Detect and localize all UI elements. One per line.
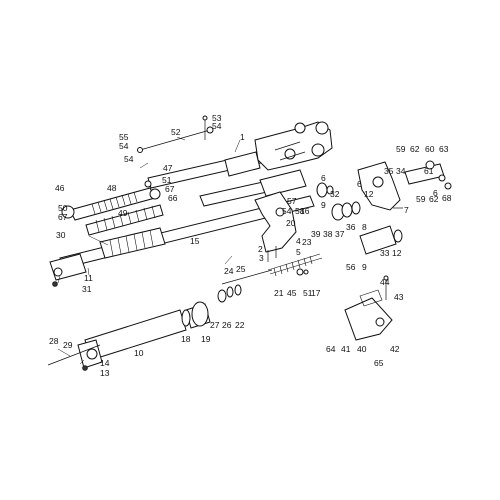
part-label-7: 7	[404, 205, 409, 215]
part-label-65: 65	[374, 358, 384, 368]
part-label-49: 49	[118, 208, 128, 218]
part-label-4: 4	[296, 236, 301, 246]
part-label-34: 34	[396, 166, 406, 176]
part-label-62: 62	[429, 194, 439, 204]
part-number-labels: 1 2 3 4 5 6 6 6 7 8 9 9 10 11 12 12 13 1…	[49, 113, 452, 378]
part-label-68: 68	[442, 193, 452, 203]
leader-lines	[57, 136, 241, 365]
part-label-46: 46	[55, 183, 65, 193]
fork-guard	[344, 275, 393, 341]
part-label-6: 6	[357, 179, 362, 189]
part-label-24: 24	[224, 266, 234, 276]
part-label-63: 63	[439, 144, 449, 154]
part-label-29: 29	[63, 340, 73, 350]
part-label-58: 58	[295, 206, 305, 216]
part-label-62: 62	[410, 144, 420, 154]
part-label-60: 60	[425, 144, 435, 154]
part-label-50: 50	[58, 203, 68, 213]
part-label-61: 61	[424, 166, 434, 176]
part-label-37: 37	[335, 229, 345, 239]
part-label-42: 42	[390, 344, 400, 354]
part-label-45: 45	[287, 288, 297, 298]
rear-shock-absorber	[61, 180, 164, 236]
part-label-12: 12	[392, 248, 402, 258]
part-label-51: 51	[303, 288, 313, 298]
part-label-54: 54	[119, 141, 129, 151]
part-label-59: 59	[416, 194, 426, 204]
part-label-21: 21	[274, 288, 284, 298]
part-label-54: 54	[124, 154, 134, 164]
part-label-67: 67	[58, 212, 68, 222]
part-label-40: 40	[357, 344, 367, 354]
part-label-11: 11	[84, 273, 93, 283]
upper-fork-assembly	[137, 115, 333, 189]
part-label-16: 16	[300, 206, 310, 216]
part-label-30: 30	[56, 230, 66, 240]
part-label-43: 43	[394, 292, 404, 302]
part-label-33: 33	[380, 248, 390, 258]
part-label-18: 18	[181, 334, 191, 344]
part-label-10: 10	[134, 348, 144, 358]
part-label-31: 31	[82, 284, 92, 294]
part-label-41: 41	[341, 344, 351, 354]
part-label-6: 6	[321, 173, 326, 183]
part-label-54: 54	[212, 121, 222, 131]
part-label-26: 26	[222, 320, 232, 330]
part-label-1: 1	[240, 132, 245, 142]
lower-fork-slider	[47, 253, 323, 371]
part-label-44: 44	[380, 277, 390, 287]
steering-head-parts	[316, 160, 452, 255]
part-label-22: 22	[235, 320, 245, 330]
part-label-38: 38	[323, 229, 333, 239]
part-label-64: 64	[326, 344, 336, 354]
part-label-47: 47	[163, 163, 173, 173]
part-label-36: 36	[346, 222, 356, 232]
part-label-28: 28	[49, 336, 59, 346]
middle-fork-tube	[49, 169, 315, 287]
part-label-55: 55	[119, 132, 129, 142]
part-label-9: 9	[362, 262, 367, 272]
part-label-23: 23	[302, 237, 312, 247]
part-label-25: 25	[236, 264, 246, 274]
part-label-32: 32	[330, 189, 340, 199]
part-label-35: 35	[384, 166, 394, 176]
part-label-3: 3	[259, 253, 264, 263]
part-label-57: 57	[287, 196, 297, 206]
part-label-6: 6	[433, 188, 438, 198]
part-label-67: 67	[165, 184, 175, 194]
part-label-15: 15	[190, 236, 200, 246]
part-label-53: 53	[212, 113, 222, 123]
part-label-2: 2	[258, 244, 263, 254]
part-label-39: 39	[311, 229, 321, 239]
part-label-52: 52	[171, 127, 181, 137]
part-label-5: 5	[296, 247, 301, 257]
fork-bracket	[254, 191, 297, 262]
part-label-13: 13	[100, 368, 110, 378]
part-label-17: 17	[311, 288, 321, 298]
part-label-48: 48	[107, 183, 117, 193]
part-label-12: 12	[364, 189, 374, 199]
part-label-19: 19	[201, 334, 211, 344]
part-label-59: 59	[396, 144, 406, 154]
part-label-14: 14	[100, 358, 110, 368]
part-label-51: 51	[162, 175, 172, 185]
part-label-66: 66	[168, 193, 178, 203]
part-label-27: 27	[210, 320, 220, 330]
part-label-56: 56	[346, 262, 356, 272]
part-label-54: 54	[282, 206, 292, 216]
part-label-9: 9	[321, 200, 326, 210]
part-label-8: 8	[362, 222, 367, 232]
part-label-20: 20	[286, 218, 296, 228]
